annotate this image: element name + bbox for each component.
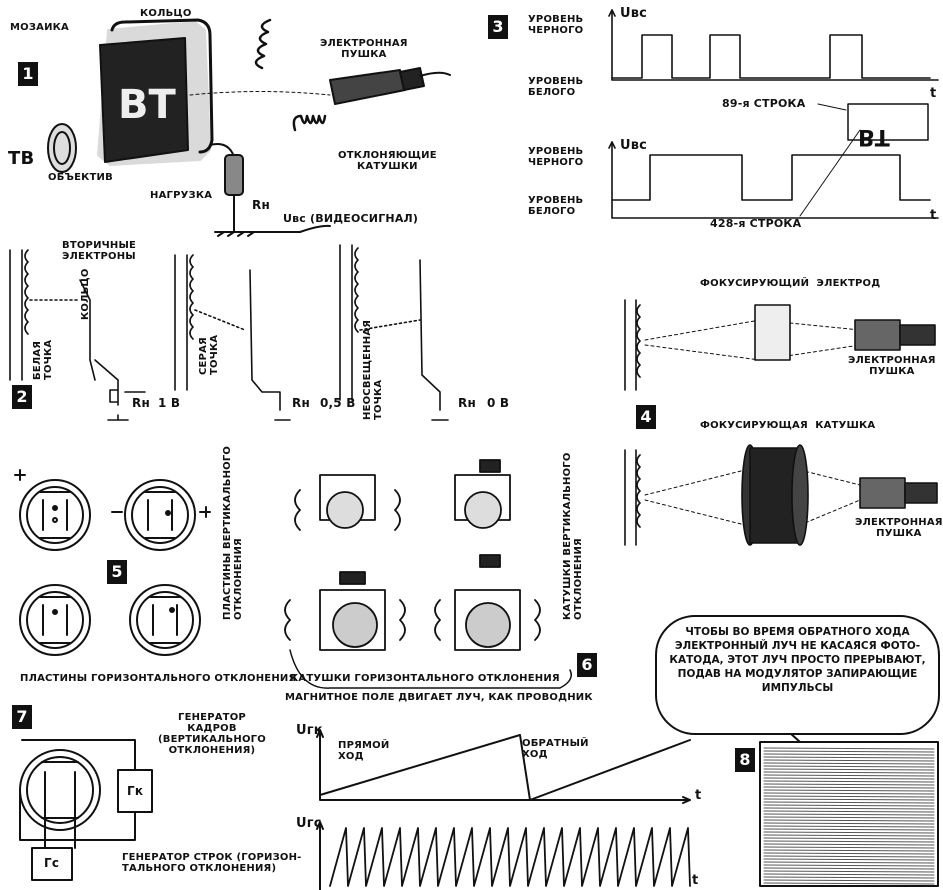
label-ring: КОЛЬЦО xyxy=(140,8,192,19)
label-uvc-1: Uвс xyxy=(620,8,647,19)
label-dark-dot: НЕОСВЕЩЕННАЯ ТОЧКА xyxy=(362,320,384,420)
note-bubble: ЧТОБЫ ВО ВРЕМЯ ОБРАТНОГО ХОДА ЭЛЕКТРОННЫ… xyxy=(655,615,940,735)
label-black-level-2: УРОВЕНЬ ЧЕРНОГО xyxy=(528,146,583,168)
label-rn-2a: Rн xyxy=(132,398,150,409)
label-v1: 1 В xyxy=(158,398,180,409)
label-focus-coil: ФОКУСИРУЮЩАЯ КАТУШКА xyxy=(700,420,875,431)
label-forward: ПРЯМОЙ ХОД xyxy=(338,740,389,762)
label-line-generator: ГЕНЕРАТОР СТРОК (ГОРИЗОН- ТАЛЬНОГО ОТКЛО… xyxy=(122,852,302,874)
label-uvc-2: Uвс xyxy=(620,140,647,151)
label-gun-4a: ЭЛЕКТРОННАЯ ПУШКА xyxy=(848,355,936,377)
label-coils: ОТКЛОНЯЮЩИЕ КАТУШКИ xyxy=(338,150,437,172)
label-t-7b: t xyxy=(692,875,698,886)
panel-3-video-signal: ВТ xyxy=(609,10,938,218)
label-lens: ОБЪЕКТИВ xyxy=(48,172,113,183)
label-rn-2c: Rн xyxy=(458,398,476,409)
label-secondary: ВТОРИЧНЫЕ ЭЛЕКТРОНЫ xyxy=(62,240,136,262)
label-t-2: t xyxy=(930,210,936,221)
panel-badge-2: 2 xyxy=(12,385,32,409)
label-gk: Гк xyxy=(127,786,143,797)
label-tv: ТВ xyxy=(8,150,34,168)
label-horiz-plates: ПЛАСТИНЫ ГОРИЗОНТАЛЬНОГО ОТКЛОНЕНИЯ xyxy=(20,673,296,684)
label-load: НАГРУЗКА xyxy=(150,190,212,201)
label-line-89: 89-я СТРОКА xyxy=(722,98,805,109)
label-gray-dot: СЕРАЯ ТОЧКА xyxy=(198,335,220,375)
note-text: ЧТОБЫ ВО ВРЕМЯ ОБРАТНОГО ХОДА ЭЛЕКТРОННЫ… xyxy=(657,625,938,695)
label-gun-1: ЭЛЕКТРОННАЯ ПУШКА xyxy=(320,38,408,60)
label-gun-4b: ЭЛЕКТРОННАЯ ПУШКА xyxy=(855,517,943,539)
panel-badge-8: 8 xyxy=(735,748,755,772)
label-black-level-1: УРОВЕНЬ ЧЕРНОГО xyxy=(528,14,583,36)
label-t-7a: t xyxy=(695,790,701,801)
panel-badge-3: 3 xyxy=(488,15,508,39)
panel-badge-7: 7 xyxy=(12,705,32,729)
label-v3: 0 В xyxy=(487,398,509,409)
panel-badge-5: 5 xyxy=(107,560,127,584)
label-ugk: Uгк xyxy=(296,725,323,736)
label-v2: 0,5 В xyxy=(320,398,356,409)
label-mosaic: МОЗАИКА xyxy=(10,22,69,33)
label-frame-generator: ГЕНЕРАТОР КАДРОВ (ВЕРТИКАЛЬНОГО ОТКЛОНЕН… xyxy=(158,712,266,756)
label-white-dot: БЕЛАЯ ТОЧКА xyxy=(32,340,54,380)
label-gc: Гс xyxy=(44,858,59,869)
panel-badge-1: 1 xyxy=(18,62,38,86)
label-vert-plates: ПЛАСТИНЫ ВЕРТИКАЛЬНОГО ОТКЛОНЕНИЯ xyxy=(222,446,244,620)
label-back: ОБРАТНЫЙ ХОД xyxy=(522,738,589,760)
svg-text:ВТ: ВТ xyxy=(858,124,890,149)
label-white-level-2: УРОВЕНЬ БЕЛОГО xyxy=(528,195,583,217)
label-horiz-coils: КАТУШКИ ГОРИЗОНТАЛЬНОГО ОТКЛОНЕНИЯ xyxy=(290,673,560,684)
label-white-level-1: УРОВЕНЬ БЕЛОГО xyxy=(528,76,583,98)
panel-badge-6: 6 xyxy=(577,653,597,677)
label-focus-electrode: ФОКУСИРУЮЩИЙ ЭЛЕКТРОД xyxy=(700,278,880,289)
label-t-1: t xyxy=(930,88,936,99)
panel-6-deflection-coils xyxy=(285,460,571,688)
label-ring-2: КОЛЬЦО xyxy=(80,268,91,320)
svg-text:ВТ: ВТ xyxy=(118,82,176,128)
panel-8-raster xyxy=(760,733,938,886)
label-ugc: Uгс xyxy=(296,818,322,829)
panel-badge-4: 4 xyxy=(636,405,656,429)
label-rn-1: Rн xyxy=(252,200,270,211)
label-rn-2b: Rн xyxy=(292,398,310,409)
label-magnetic-field: МАГНИТНОЕ ПОЛЕ ДВИГАЕТ ЛУЧ, КАК ПРОВОДНИ… xyxy=(285,692,593,703)
label-line-428: 428-я СТРОКА xyxy=(710,218,801,229)
label-vert-coils: КАТУШКИ ВЕРТИКАЛЬНОГО ОТКЛОНЕНИЯ xyxy=(562,452,584,620)
label-video-signal: Uвс (ВИДЕОСИГНАЛ) xyxy=(283,213,418,224)
